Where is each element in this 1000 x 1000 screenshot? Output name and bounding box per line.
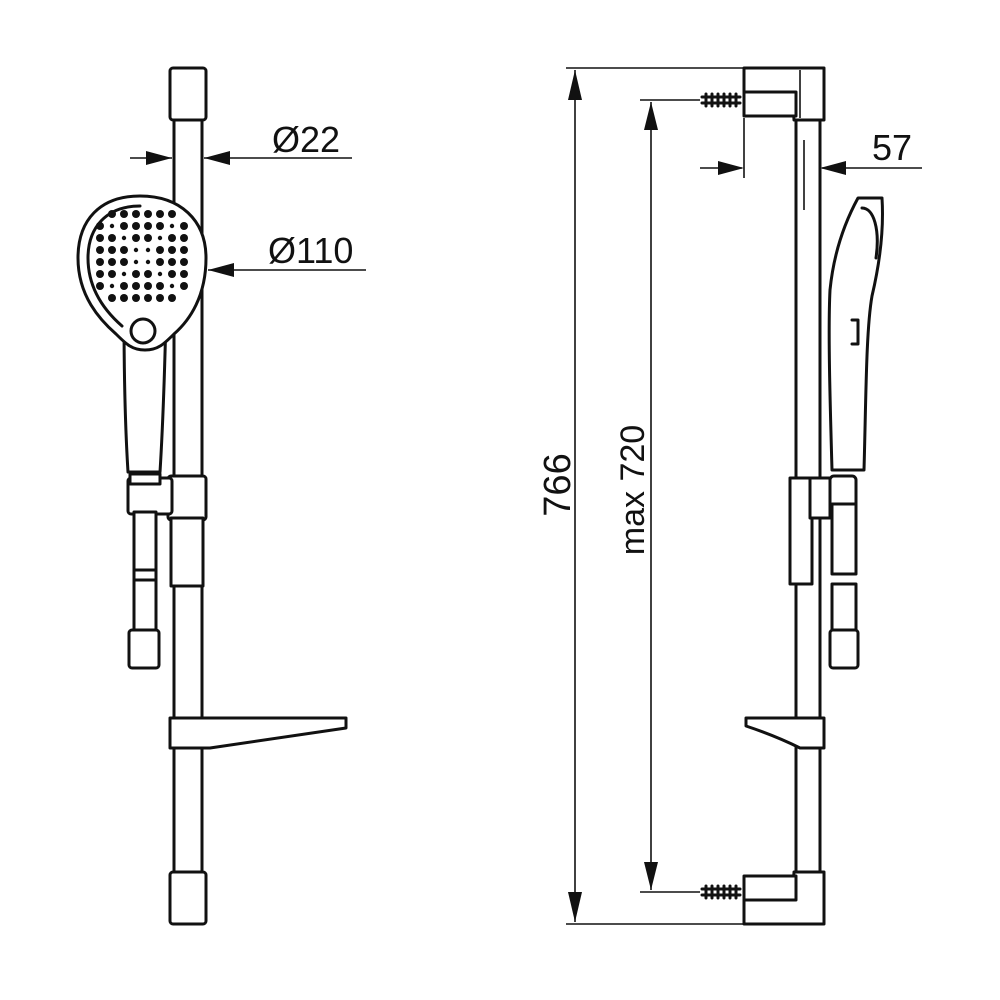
nozzle-dot (156, 210, 164, 218)
nozzle-dot (120, 210, 128, 218)
nozzle-dot (96, 258, 104, 266)
nozzle-dot (108, 270, 116, 278)
nozzle-dot (156, 282, 164, 290)
side-soap-shelf (744, 716, 826, 750)
front-rail-top-cap (168, 66, 208, 122)
side-hose-nut (828, 628, 860, 670)
nozzle-dot (120, 258, 128, 266)
nozzle-dot (109, 223, 115, 229)
nozzle-dot (144, 210, 152, 218)
nozzle-dot (108, 294, 116, 302)
side-shower (827, 196, 884, 472)
front-soap-shelf (168, 716, 348, 750)
nozzle-dot (180, 270, 188, 278)
nozzle-dot (132, 294, 140, 302)
nozzle-dot (180, 258, 188, 266)
front-shower-button (129, 317, 157, 345)
nozzle-dot (145, 259, 151, 265)
front-shower-nozzles (96, 210, 188, 302)
nozzle-dot (96, 222, 104, 230)
dim-rail-diameter-label: Ø22 (272, 119, 340, 160)
side-top-bracket (742, 66, 826, 122)
nozzle-dot (132, 282, 140, 290)
nozzle-dot (132, 210, 140, 218)
nozzle-dot (121, 271, 127, 277)
front-hose (127, 510, 161, 670)
nozzle-dot (132, 270, 140, 278)
nozzle-dot (120, 294, 128, 302)
front-slider (126, 472, 208, 588)
nozzle-dot (120, 282, 128, 290)
nozzle-dot (180, 246, 188, 254)
dim-head-diameter-label: Ø110 (268, 230, 353, 271)
nozzle-dot (144, 222, 152, 230)
dim-overall-height: 766 (537, 67, 744, 925)
nozzle-dot (133, 259, 139, 265)
dim-fixing-distance-label: max 720 (614, 425, 652, 555)
nozzle-dot (144, 270, 152, 278)
dim-head-diameter: Ø110 (208, 230, 366, 277)
dim-wall-projection: 57 (700, 118, 922, 178)
nozzle-dot (169, 223, 175, 229)
nozzle-dot (180, 234, 188, 242)
nozzle-dot (120, 246, 128, 254)
nozzle-dot (144, 294, 152, 302)
side-bottom-screw (700, 884, 742, 900)
nozzle-dot (133, 247, 139, 253)
side-hose (828, 502, 860, 670)
nozzle-dot (157, 271, 163, 277)
front-shower-handle (122, 314, 168, 474)
dim-rail-diameter: Ø22 (130, 119, 352, 165)
nozzle-dot (169, 283, 175, 289)
front-rail-bottom-cap (168, 870, 208, 926)
nozzle-dot (108, 210, 116, 218)
side-top-screw (700, 92, 742, 108)
nozzle-dot (156, 258, 164, 266)
nozzle-dot (108, 258, 116, 266)
nozzle-dot (96, 234, 104, 242)
nozzle-dot (132, 234, 140, 242)
nozzle-dot (180, 282, 188, 290)
nozzle-dot (156, 294, 164, 302)
side-bottom-bracket (742, 870, 826, 926)
nozzle-dot (108, 246, 116, 254)
front-hose-nut (127, 628, 161, 670)
nozzle-dot (168, 234, 176, 242)
nozzle-dot (168, 246, 176, 254)
nozzle-dot (180, 222, 188, 230)
nozzle-dot (168, 258, 176, 266)
nozzle-dot (157, 235, 163, 241)
nozzle-dot (96, 270, 104, 278)
nozzle-dot (96, 282, 104, 290)
nozzle-dot (132, 222, 140, 230)
front-shower-head (76, 194, 208, 352)
dim-overall-height-label: 766 (537, 453, 579, 516)
nozzle-dot (156, 246, 164, 254)
dim-wall-projection-label: 57 (872, 127, 912, 168)
nozzle-dot (144, 282, 152, 290)
nozzle-dot (156, 222, 164, 230)
nozzle-dot (120, 222, 128, 230)
nozzle-dot (121, 235, 127, 241)
nozzle-dot (145, 247, 151, 253)
nozzle-dot (168, 294, 176, 302)
nozzle-dot (96, 246, 104, 254)
nozzle-dot (168, 210, 176, 218)
nozzle-dot (108, 234, 116, 242)
side-view: 57 766 max 720 (537, 66, 922, 926)
nozzle-dot (109, 283, 115, 289)
dim-fixing-distance: max 720 (614, 99, 700, 893)
front-view: Ø22 Ø110 (76, 66, 366, 926)
nozzle-dot (144, 234, 152, 242)
nozzle-dot (168, 270, 176, 278)
